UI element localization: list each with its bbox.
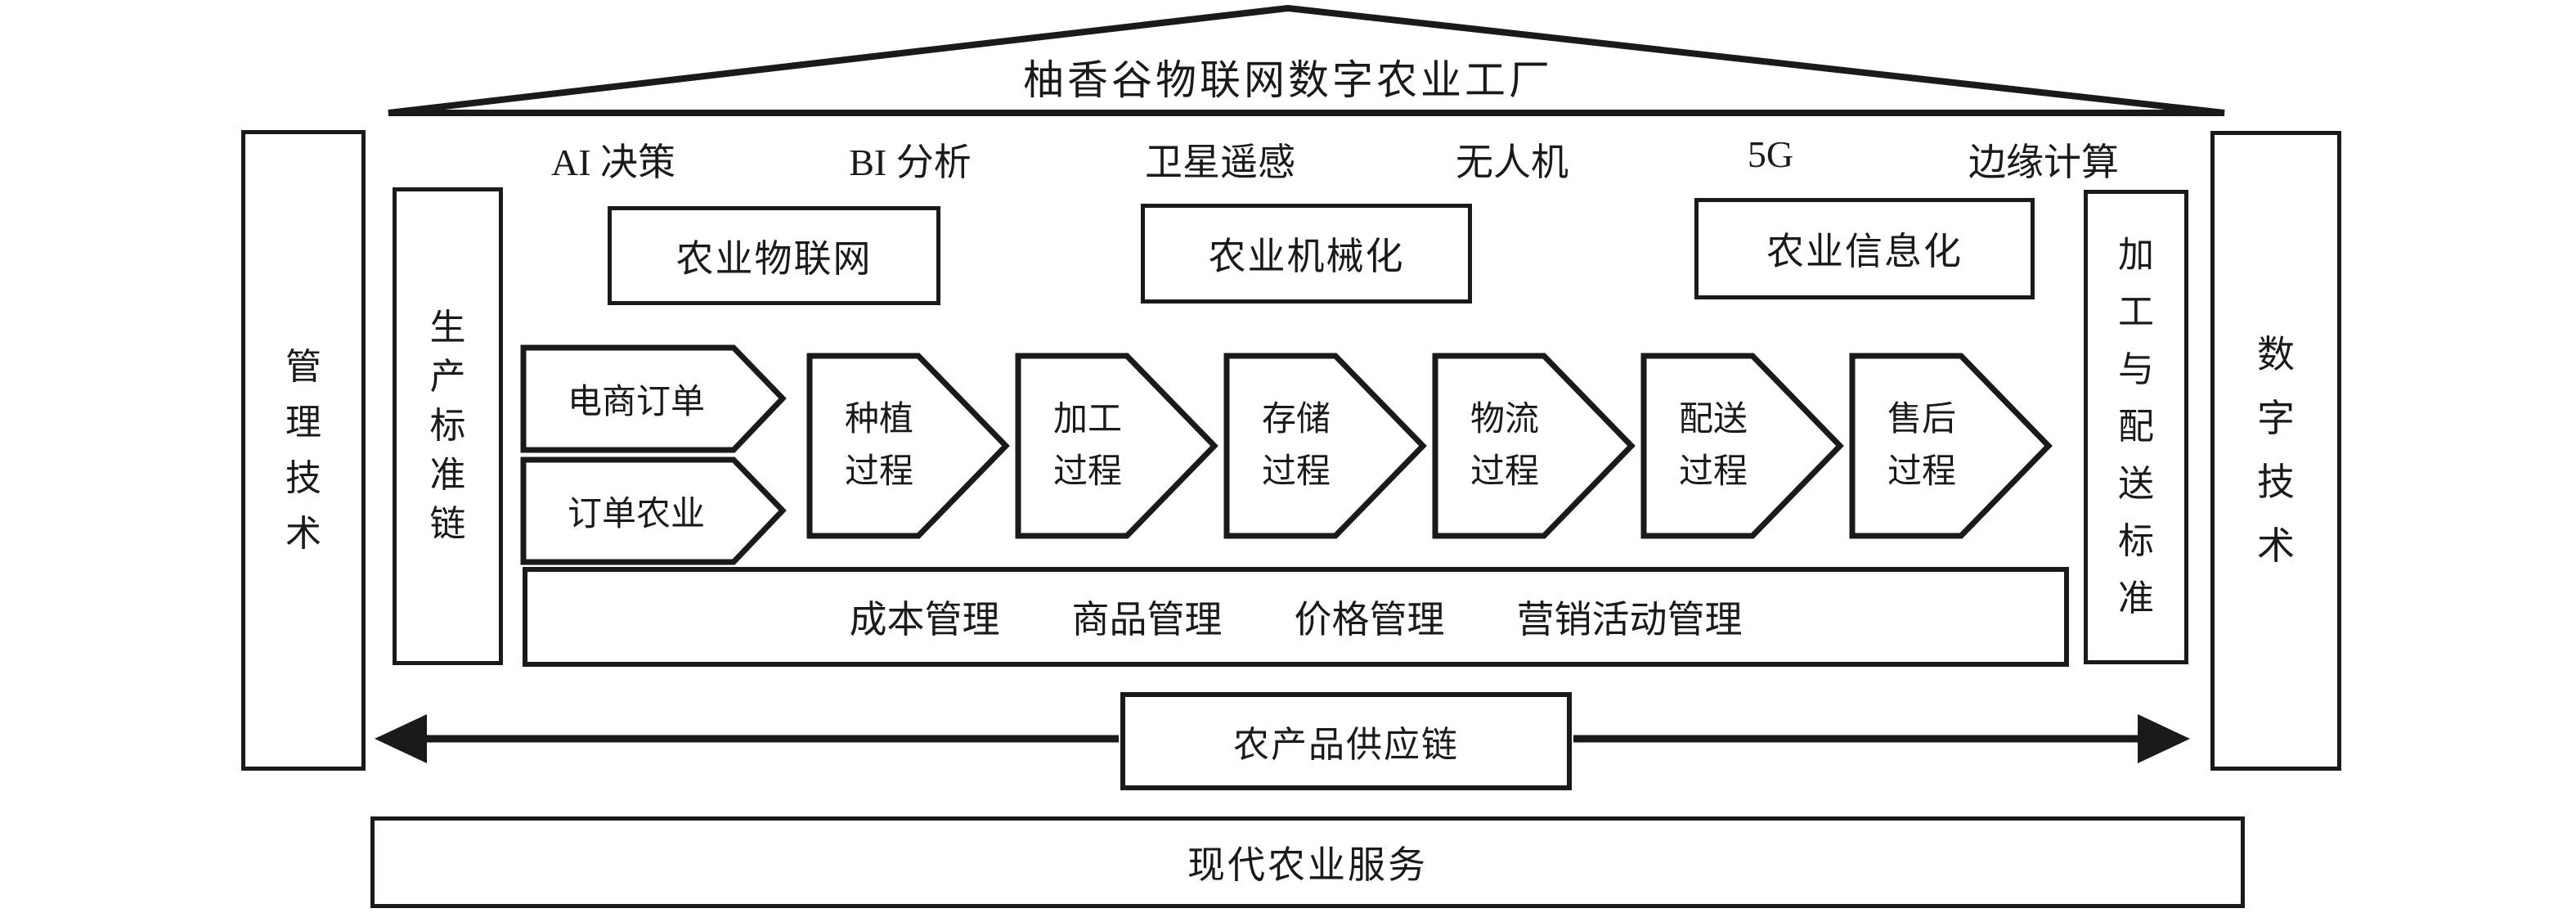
category-box-agri-mechanization: 农业机械化 [1141,204,1472,304]
bottom-service-label: 现代农业服务 [1187,844,1428,886]
process-label-delivery-line2: 过程 [1678,453,1748,491]
process-label-aftersales: 售后 过程 [1852,356,1991,536]
management-strip: 成本管理 商品管理 价格管理 营销活动管理 [523,567,2069,667]
input-pentagon-ecommerce [520,344,787,453]
process-label-storage-line1: 存储 [1261,401,1331,439]
tech-label-ai-decision: AI 决策 [550,142,676,183]
process-label-logistics-line1: 物流 [1470,401,1539,439]
arrowhead-right-icon [2138,714,2190,763]
category-box-agri-iot-label: 农业物联网 [675,237,873,280]
pillar-processing-distribution-standard: 加工与配送标准 [2084,190,2188,664]
category-box-agri-informatization-label: 农业信息化 [1766,231,1963,272]
tech-label-bi-analysis: BI 分析 [849,142,972,183]
management-strip-marketing: 营销活动管理 [1516,599,1743,641]
diagram-title: 柚香谷物联网数字农业工厂 [1023,57,1553,103]
pillar-digital-tech: 数字技术 [2210,131,2341,771]
management-strip-commodity: 商品管理 [1071,599,1223,641]
process-label-logistics: 物流 过程 [1435,356,1574,536]
process-label-planting-line1: 种植 [844,401,913,439]
process-label-delivery: 配送 过程 [1644,356,1783,536]
process-label-storage: 存储 过程 [1227,356,1366,536]
process-pentagon-planting [806,353,1010,539]
pillar-management-tech-label: 管理技术 [285,346,321,554]
pillar-processing-distribution-standard-label: 加工与配送标准 [2117,235,2154,618]
supply-chain-label: 农产品供应链 [1233,725,1459,765]
process-pentagon-delivery [1640,353,1844,539]
process-label-planting-line2: 过程 [844,453,913,491]
input-label-order-farming: 订单农业 [567,496,705,533]
process-label-processing-line2: 过程 [1052,453,1122,491]
arrowhead-left-icon [375,714,427,763]
process-pentagon-logistics [1432,353,1636,539]
supply-chain-box: 农产品供应链 [1120,692,1572,790]
category-box-agri-mechanization-label: 农业机械化 [1208,236,1405,277]
tech-label-satellite: 卫星遥感 [1145,142,1295,183]
category-box-agri-iot: 农业物联网 [608,206,940,305]
process-pentagon-storage [1223,353,1427,539]
tech-label-drone: 无人机 [1456,142,1568,183]
bottom-service-box: 现代农业服务 [370,816,2245,908]
process-label-aftersales-line2: 过程 [1887,453,1956,491]
input-label-ecommerce-orders: 电商订单 [567,384,705,421]
factory-roof-triangle [388,4,2225,116]
pillar-production-standard-chain: 生产标准链 [393,187,503,665]
pillar-production-standard-chain-label: 生产标准链 [429,308,466,544]
process-label-delivery-line1: 配送 [1678,401,1748,439]
process-label-aftersales-line1: 售后 [1887,401,1956,439]
process-label-planting: 种植 过程 [810,356,949,536]
management-strip-price: 价格管理 [1294,599,1445,641]
process-label-processing: 加工 过程 [1018,356,1157,536]
pillar-digital-tech-label: 数字技术 [2256,334,2295,567]
process-label-logistics-line2: 过程 [1470,453,1539,491]
tech-label-5g: 5G [1747,133,1794,175]
pillar-management-tech: 管理技术 [241,130,366,771]
process-pentagon-aftersales [1849,353,2053,539]
process-label-storage-line2: 过程 [1261,453,1331,491]
process-label-processing-line1: 加工 [1052,401,1122,439]
tech-label-edge-computing: 边缘计算 [1968,142,2119,183]
process-pentagon-processing [1015,353,1218,539]
management-strip-cost: 成本管理 [849,599,1000,641]
input-pentagon-order-farming [520,456,787,565]
category-box-agri-informatization: 农业信息化 [1694,198,2035,299]
